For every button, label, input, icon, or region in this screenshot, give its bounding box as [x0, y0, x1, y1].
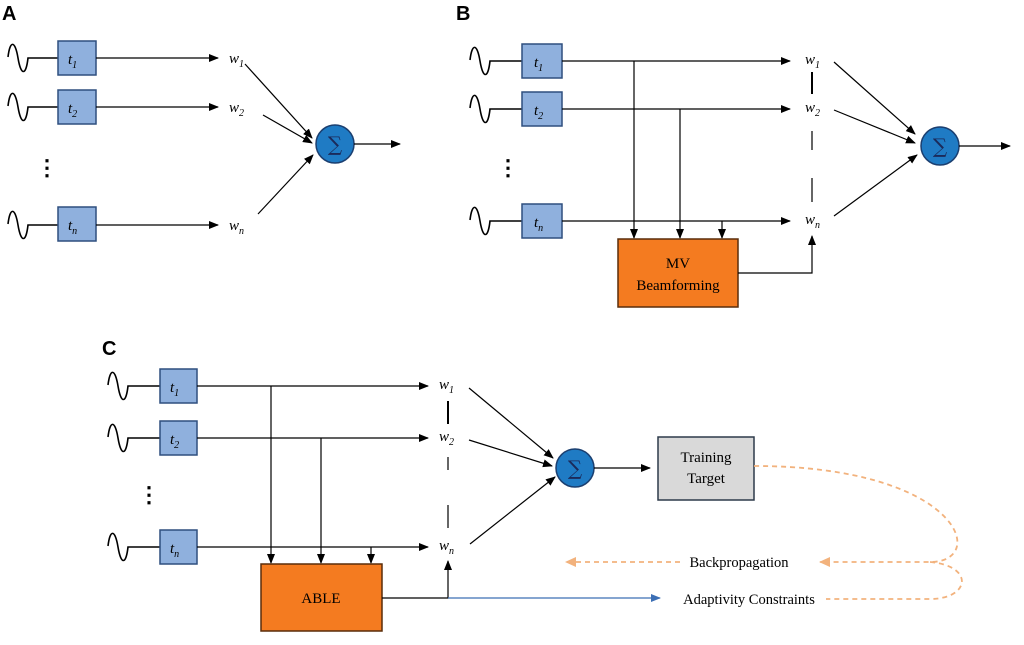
panel-label-a: A [2, 3, 16, 25]
weight-label: w1 [229, 51, 244, 70]
ellipsis: ⋮ [138, 482, 160, 507]
delay-label: t2 [534, 103, 543, 122]
delay-label: tn [534, 215, 543, 234]
signal-wave-icon [469, 206, 522, 236]
channel-n: tn wn [7, 206, 244, 242]
adaptivity-label: Adaptivity Constraints [683, 592, 815, 608]
weight-to-sum-arrow [833, 154, 918, 217]
delay-box [521, 203, 563, 239]
panel-label-b: B [456, 3, 470, 25]
panel-c: C t1 w1 t2 w2 ⋮ tn wn [102, 338, 963, 632]
backprop-label: Backpropagation [689, 555, 789, 571]
channel-2: t2 w2 [107, 420, 454, 456]
training-target-box [657, 436, 755, 501]
backprop-loop-path [753, 465, 959, 567]
weight-to-sum-arrow [833, 109, 916, 144]
mv-to-weight-arrow [738, 235, 816, 274]
delay-label: t1 [68, 52, 77, 71]
weight-to-sum-arrow [262, 114, 313, 144]
adaptivity-loop-path [826, 561, 963, 600]
training-box-line1: Training [680, 450, 732, 466]
weight-to-sum-arrow [468, 387, 554, 459]
signal-wave-icon [7, 92, 58, 122]
able-box-label: ABLE [301, 591, 340, 607]
delay-box [521, 43, 563, 79]
panel-b: B t1 w1 t2 w2 ⋮ tn wn [456, 3, 1011, 308]
signal-wave-icon [7, 43, 58, 73]
weight-label: w1 [439, 377, 454, 396]
weight-label: wn [805, 212, 820, 231]
delay-box [159, 529, 198, 565]
signal-wave-icon [107, 423, 160, 453]
channel-2: t2 w2 [469, 91, 820, 127]
weight-label: w2 [229, 100, 244, 119]
ellipsis: ⋮ [36, 155, 58, 180]
panel-a: A t1 w1 t2 w2 ⋮ tn wn [2, 3, 401, 242]
able-to-weight-arrow [382, 560, 452, 599]
delay-box [57, 40, 97, 76]
weight-label: w2 [805, 100, 820, 119]
channel-1: t1 w1 [469, 43, 820, 79]
weight-label: wn [229, 218, 244, 237]
delay-label: tn [68, 218, 77, 237]
sigma-icon: ∑ [933, 134, 948, 158]
sigma-icon: ∑ [328, 132, 343, 156]
weight-to-sum-arrow [833, 61, 916, 135]
weight-to-sum-arrow [468, 439, 553, 468]
weight-to-sum-arrow [257, 154, 314, 215]
weight-to-sum-arrow [469, 476, 556, 545]
channel-n: tn wn [107, 529, 454, 565]
signal-wave-icon [469, 94, 522, 124]
mv-box-line1: MV [666, 256, 690, 272]
delay-label: t2 [68, 101, 77, 120]
ellipsis: ⋮ [497, 155, 519, 180]
delay-label: t1 [170, 380, 179, 399]
mv-box-line2: Beamforming [636, 278, 720, 294]
delay-label: t2 [170, 432, 179, 451]
weight-label: wn [439, 538, 454, 557]
weight-label: w2 [439, 429, 454, 448]
signal-wave-icon [107, 371, 160, 401]
signal-wave-icon [469, 46, 522, 76]
channel-1: t1 w1 [107, 368, 454, 404]
signal-wave-icon [107, 532, 160, 562]
delay-box [57, 206, 97, 242]
able-box [260, 563, 383, 632]
channel-2: t2 w2 [7, 89, 244, 125]
sigma-icon: ∑ [568, 456, 583, 480]
delay-box [57, 89, 97, 125]
channel-n: tn wn [469, 203, 820, 239]
weight-label: w1 [805, 52, 820, 71]
delay-box [159, 368, 198, 404]
training-box-line2: Target [687, 471, 726, 487]
panel-label-c: C [102, 338, 116, 360]
mv-beamforming-box [617, 238, 739, 308]
signal-wave-icon [7, 210, 58, 240]
delay-label: tn [170, 541, 179, 560]
channel-1: t1 w1 [7, 40, 244, 76]
weight-to-sum-arrow [244, 63, 313, 139]
delay-label: t1 [534, 55, 543, 74]
delay-box [159, 420, 198, 456]
